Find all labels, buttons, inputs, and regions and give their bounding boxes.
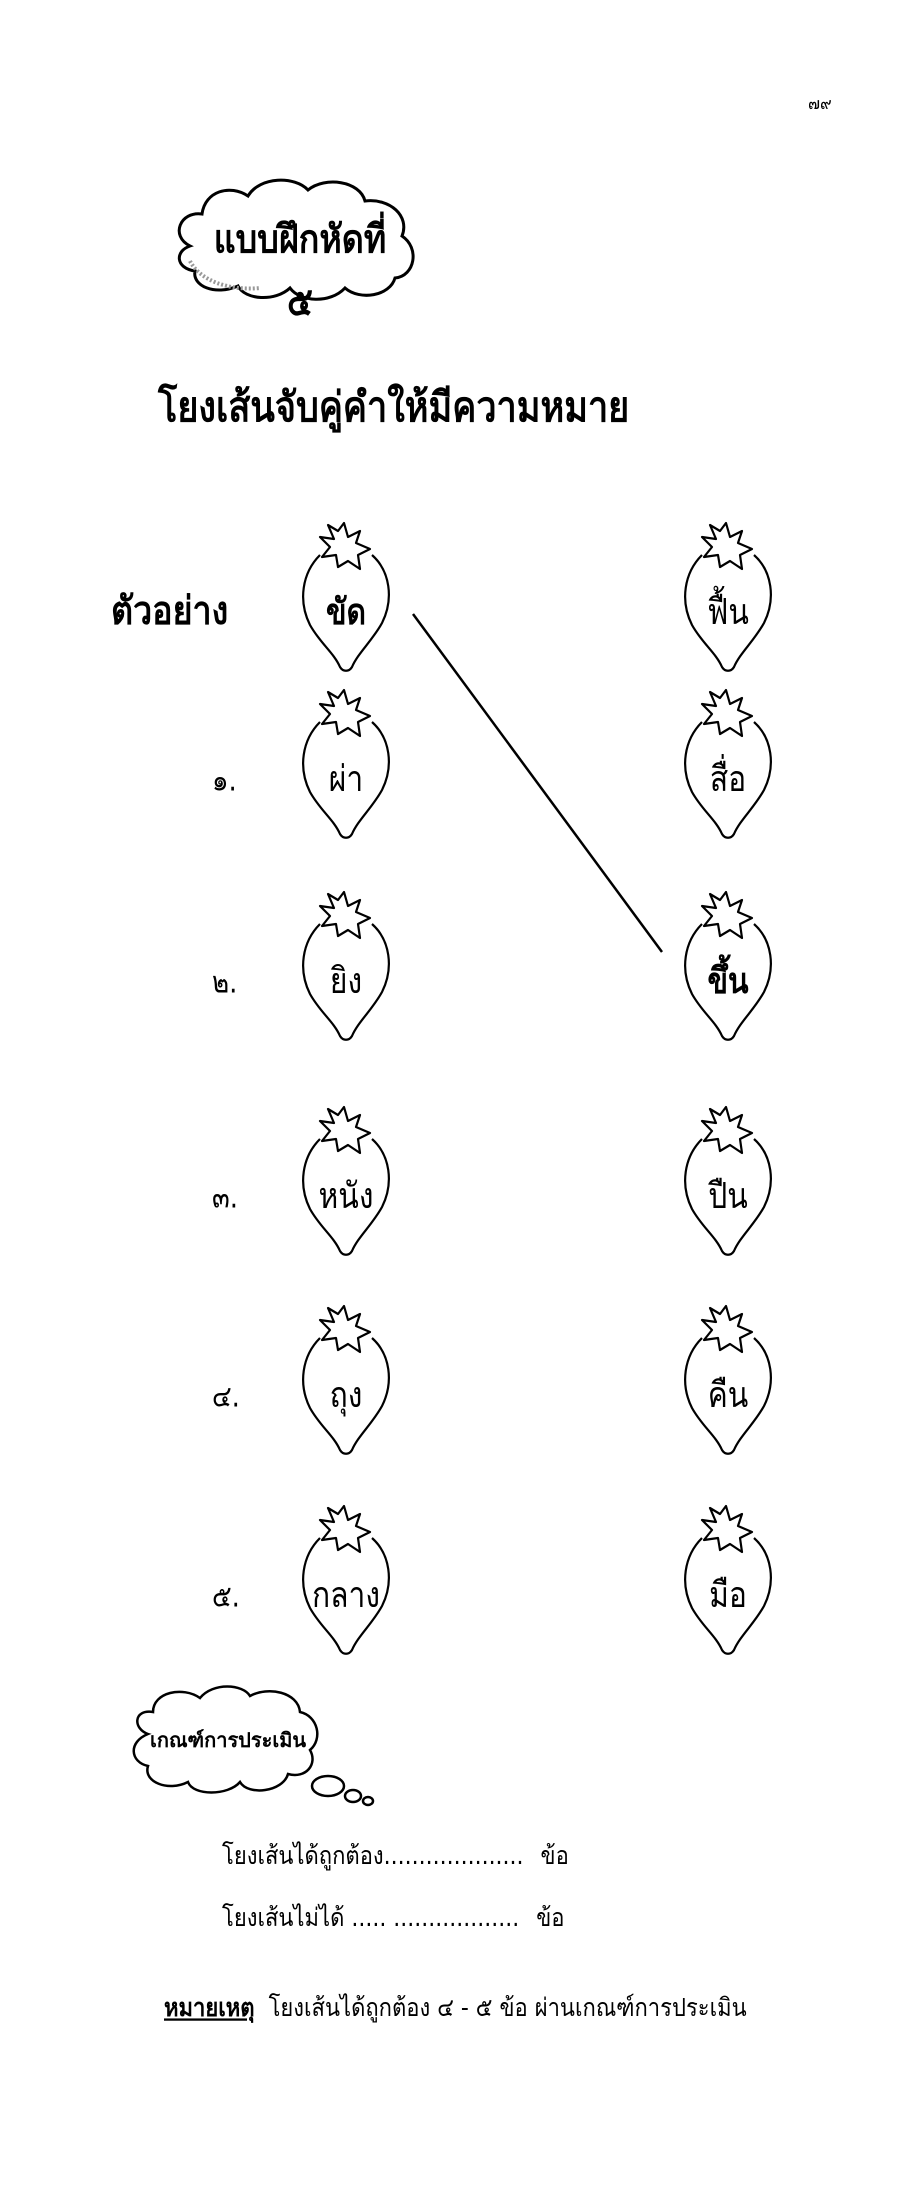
strawberry-icon	[302, 890, 390, 1041]
strawberry-word-left[interactable]: ขัด	[298, 521, 394, 673]
strawberry-icon	[684, 1304, 772, 1455]
strawberry-icon	[302, 1504, 390, 1655]
strawberry-word-left[interactable]: หนัง	[298, 1105, 394, 1257]
strawberry-icon	[684, 1105, 772, 1256]
page-number: ๗๙	[808, 94, 832, 113]
item-number: ๓.	[212, 1180, 239, 1216]
note: หมายเหตุ โยงเส้นได้ถูกต้อง ๔ - ๕ ข้อ ผ่าน…	[164, 1987, 747, 2027]
word-left: ถุง	[329, 1374, 363, 1417]
word-right: ปืน	[708, 1175, 748, 1218]
word-right: สื่อ	[709, 758, 747, 801]
item-number: ๕.	[212, 1579, 240, 1615]
score-correct: โยงเส้นได้ถูกต้อง.................... ข้…	[222, 1835, 569, 1875]
note-text: โยงเส้นได้ถูกต้อง ๔ - ๕ ข้อ ผ่านเกณฑ์การ…	[268, 1994, 747, 2024]
strawberry-icon	[302, 688, 390, 839]
instruction: โยงเส้นจับคู่คำให้มีความหมาย	[158, 384, 630, 432]
criteria-title: เกณฑ์การประเมิน	[150, 1728, 307, 1752]
word-left: หนัง	[318, 1175, 374, 1218]
word-left: ผ่า	[328, 758, 364, 801]
exercise-title: แบบฝึกหัดที่ ๕	[213, 217, 387, 326]
example-label: ตัวอย่าง	[111, 588, 229, 635]
strawberry-word-right[interactable]: ฟื้น	[680, 521, 776, 673]
score-correct-unit: ข้อ	[540, 1842, 569, 1872]
strawberry-word-left[interactable]: ถุง	[298, 1304, 394, 1456]
word-left: ขัด	[326, 591, 366, 634]
title-cloud	[177, 178, 415, 301]
strawberry-word-left[interactable]: กลาง	[298, 1504, 394, 1656]
note-label: หมายเหตุ	[164, 1994, 255, 2024]
strawberry-icon	[302, 1304, 390, 1455]
strawberry-icon	[684, 688, 772, 839]
strawberry-icon	[302, 521, 390, 672]
strawberry-icon	[302, 1105, 390, 1256]
item-number: ๔.	[212, 1379, 240, 1415]
strawberry-word-right[interactable]: ขึ้น	[680, 890, 776, 1042]
word-left: กลาง	[311, 1574, 381, 1617]
strawberry-word-right[interactable]: คืน	[680, 1304, 776, 1456]
strawberry-icon	[684, 521, 772, 672]
word-right: มือ	[709, 1574, 747, 1617]
score-incorrect-label: โยงเส้นไม่ได้ ..... ..................	[222, 1904, 520, 1934]
criteria-cloud	[132, 1685, 375, 1807]
item-number: ๒.	[212, 965, 238, 1001]
score-correct-label: โยงเส้นได้ถูกต้อง....................	[222, 1842, 524, 1872]
score-incorrect: โยงเส้นไม่ได้ ..... .................. ข…	[222, 1897, 564, 1937]
strawberry-icon	[684, 1504, 772, 1655]
word-left: ยิง	[329, 960, 363, 1003]
strawberry-word-right[interactable]: มือ	[680, 1504, 776, 1656]
strawberry-icon	[684, 890, 772, 1041]
strawberry-word-right[interactable]: สื่อ	[680, 688, 776, 840]
strawberry-word-left[interactable]: ยิง	[298, 890, 394, 1042]
strawberry-word-right[interactable]: ปืน	[680, 1105, 776, 1257]
word-right: คืน	[707, 1374, 749, 1417]
word-right: ฟื้น	[707, 591, 749, 634]
score-incorrect-unit: ข้อ	[536, 1904, 565, 1934]
word-right: ขึ้น	[707, 960, 749, 1003]
strawberry-word-left[interactable]: ผ่า	[298, 688, 394, 840]
item-number: ๑.	[212, 763, 237, 799]
